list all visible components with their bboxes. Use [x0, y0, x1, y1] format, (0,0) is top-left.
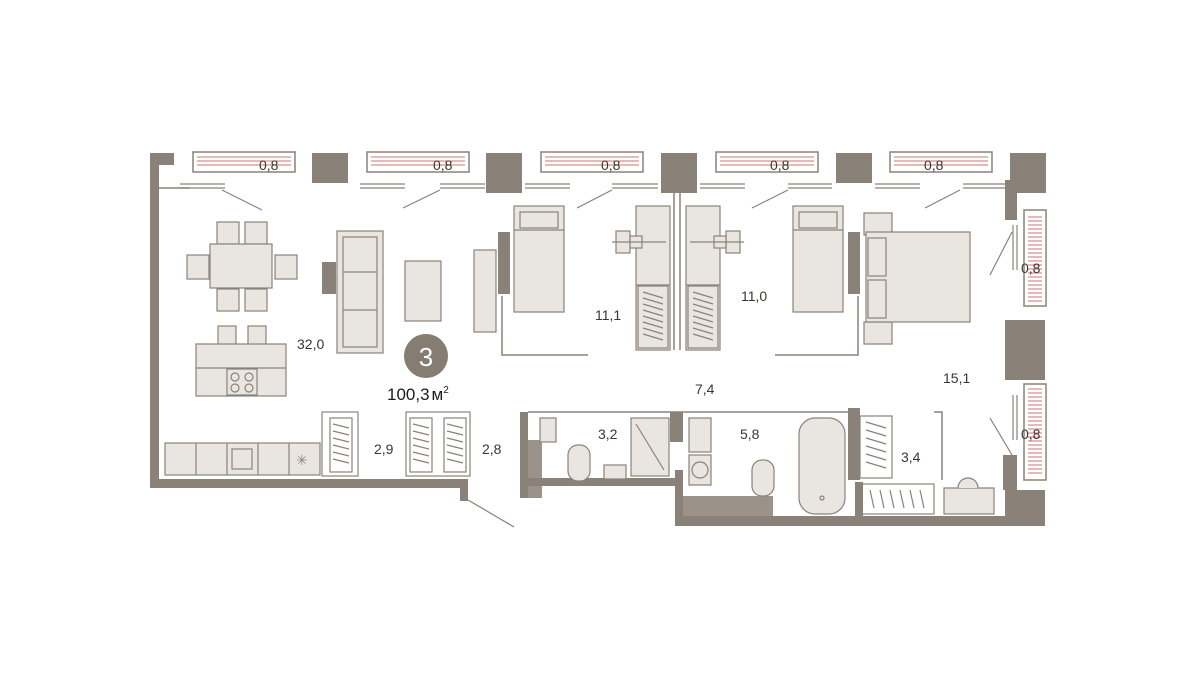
closet-shelves [321, 411, 471, 477]
bed-2 [792, 205, 844, 313]
room-area-label: 32,0 [297, 336, 324, 352]
window-frames [180, 183, 1018, 528]
balcony-area-label: 0,8 [924, 157, 944, 173]
balcony-area-label: 0,8 [770, 157, 790, 173]
room-area-label: 11,0 [741, 288, 767, 304]
wardrobe-3 [859, 415, 935, 515]
room-area-label: 2,8 [482, 441, 502, 457]
bathroom-fixtures [688, 417, 846, 515]
balcony-area-label: 0,8 [433, 157, 453, 173]
balcony-area-label: 0,8 [1021, 260, 1041, 276]
dresser [943, 477, 995, 515]
fridge-icon: ✳ [296, 453, 308, 469]
kitchen-island [195, 325, 287, 397]
room-area-label: 15,1 [943, 370, 970, 386]
balcony-right-1: 0,8 [1021, 209, 1047, 307]
rooms-count-badge: 3 [404, 334, 448, 378]
kitchen-counter [164, 442, 321, 476]
balcony-top-4: 0,8 [715, 151, 819, 173]
rooms-count: 3 [419, 342, 433, 372]
room-area-label: 3,4 [901, 449, 921, 465]
balcony-right-2: 0,8 [1021, 383, 1047, 481]
coffee-table [404, 260, 442, 322]
room-area-label: 2,9 [374, 441, 394, 457]
wc-fixtures [539, 417, 670, 482]
room-area-label: 5,8 [740, 426, 760, 442]
walls [150, 153, 1046, 526]
balcony-top-3: 0,8 [540, 151, 644, 173]
dining-set [186, 221, 298, 312]
thin-partitions [159, 187, 943, 480]
wardrobe-1 [637, 285, 669, 349]
sofa [336, 230, 384, 354]
double-bed [863, 212, 971, 345]
balcony-top-5: 0,8 [889, 151, 993, 173]
balcony-top-2: 0,8 [366, 151, 470, 173]
room-area-label: 11,1 [595, 307, 621, 323]
balcony-area-label: 0,8 [601, 157, 621, 173]
desk-1 [612, 205, 671, 351]
room-area-label: 3,2 [598, 426, 618, 442]
balcony-area-label: 0,8 [259, 157, 279, 173]
balcony-top-1: 0,8 [192, 151, 296, 173]
desk-2 [685, 205, 744, 351]
room-area-label: 7,4 [695, 381, 715, 397]
bed-1 [513, 205, 565, 313]
tv-stand [473, 249, 497, 333]
wardrobe-2 [687, 285, 719, 349]
balcony-area-label: 0,8 [1021, 426, 1041, 442]
